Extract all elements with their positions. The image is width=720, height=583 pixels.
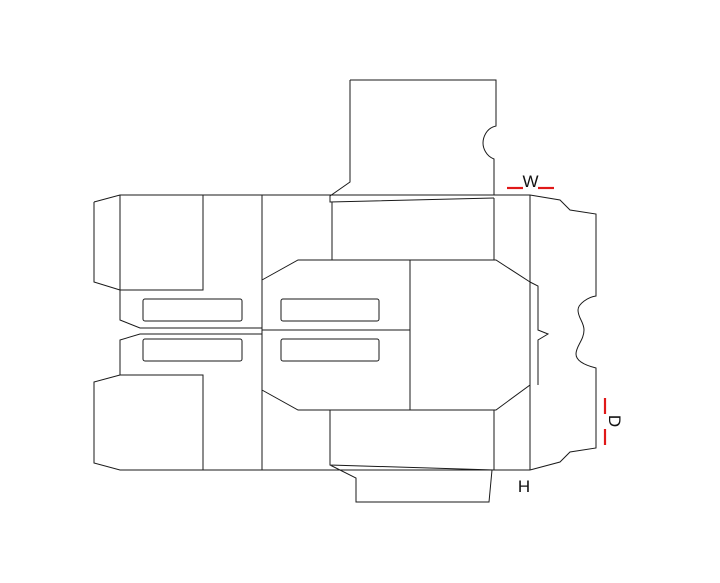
right-locking-flap xyxy=(529,194,597,471)
base-panel-octagon xyxy=(261,259,531,411)
window-cutout-upper-left xyxy=(142,298,243,322)
window-cutout-lower-right xyxy=(280,338,380,362)
height-label: H xyxy=(518,477,530,496)
window-cutout-lower-left xyxy=(142,338,243,362)
window-cutout-upper-right xyxy=(280,298,380,322)
left-glue-flap-upper xyxy=(119,290,262,329)
depth-label: D xyxy=(605,415,624,427)
upper-panel-row xyxy=(93,194,531,470)
left-glue-flap-lower xyxy=(93,333,530,471)
top-tuck-flap xyxy=(329,79,497,203)
right-notch xyxy=(529,281,550,385)
width-label: W xyxy=(522,172,538,191)
bottom-tuck-flap xyxy=(329,410,495,503)
